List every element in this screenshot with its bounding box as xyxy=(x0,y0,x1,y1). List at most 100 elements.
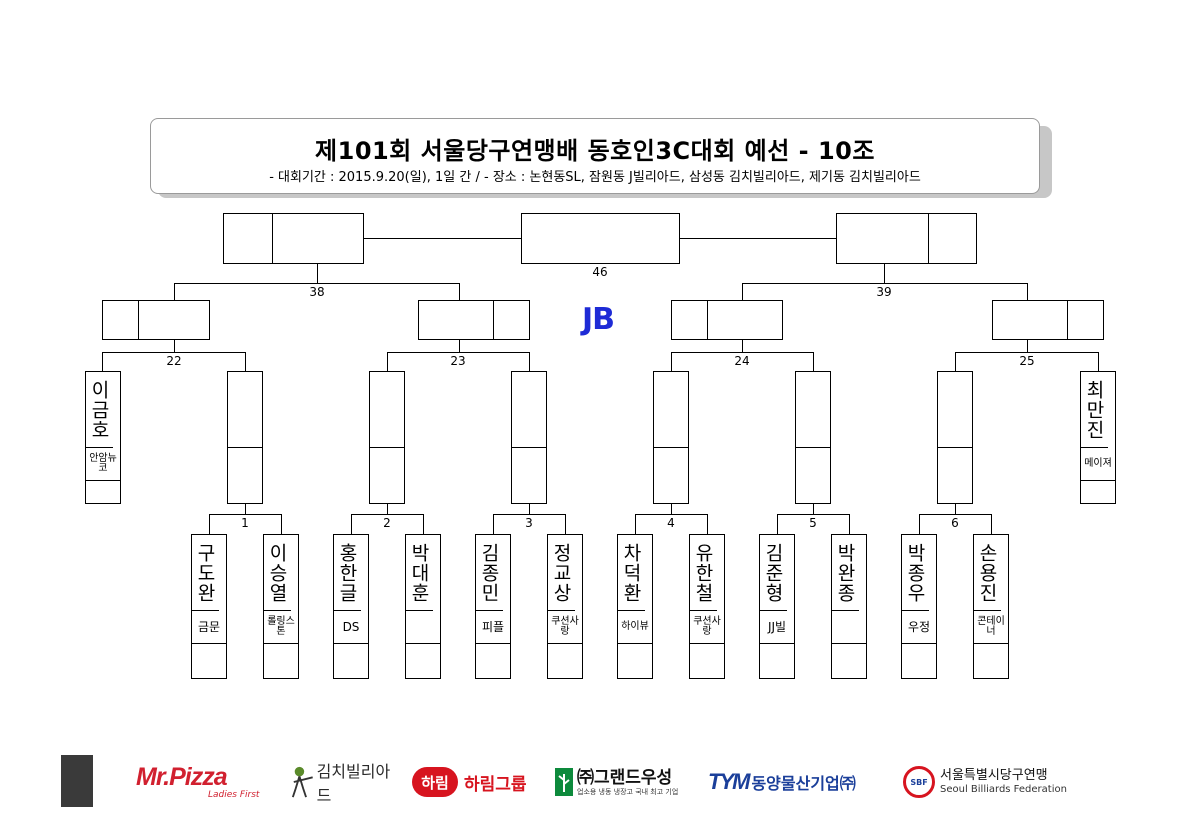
player-club: 피플 xyxy=(476,611,510,644)
title-box: 제101회 서울당구연맹배 동호인3C대회 예선 - 10조 - 대회기간 : … xyxy=(150,118,1040,194)
semi-box xyxy=(418,300,530,340)
divider xyxy=(707,300,708,340)
player-name: 박대훈 xyxy=(406,535,433,611)
divider xyxy=(653,447,689,448)
bracket-line xyxy=(671,352,813,353)
mrpizza-logo: Mr.Pizza xyxy=(136,763,228,791)
player-name: 유한철 xyxy=(690,535,717,611)
bracket-line xyxy=(742,283,743,300)
player-card: 손용진 콘테이너 xyxy=(973,534,1009,679)
bracket-line xyxy=(777,514,778,534)
player-name: 박완종 xyxy=(832,535,859,611)
divider xyxy=(227,447,263,448)
bracket-line xyxy=(777,514,849,515)
player-card: 구도완 금문 xyxy=(191,534,227,679)
score-cell xyxy=(760,644,794,678)
match-number-39: 39 xyxy=(876,285,892,299)
sponsor-kimchi: 김치빌리아드 xyxy=(290,760,400,805)
match-number-1: 1 xyxy=(241,516,249,530)
player-name: 정교상 xyxy=(548,535,575,611)
bracket-line xyxy=(680,238,836,239)
sbf-emblem-icon: SBF xyxy=(903,766,935,798)
semi-box xyxy=(102,300,210,340)
player-name: 손용진 xyxy=(974,535,1001,611)
player-name: 김종민 xyxy=(476,535,503,611)
final-box-left xyxy=(223,213,364,264)
bracket-line xyxy=(1027,283,1028,300)
score-cell xyxy=(192,644,226,678)
sbf-name: 서울특별시당구연맹 xyxy=(940,768,1048,783)
page-subtitle: - 대회기간 : 2015.9.20(일), 1일 간 / - 장소 : 논현동… xyxy=(269,170,921,185)
score-cell xyxy=(406,644,440,678)
bracket-line xyxy=(635,514,636,534)
player-club: 하이뷰 xyxy=(618,611,652,644)
bracket-line xyxy=(742,340,743,352)
player-club: 우정 xyxy=(902,611,936,644)
score-cell xyxy=(690,644,724,678)
bracket-line xyxy=(317,264,318,283)
player-club: 콘테이너 xyxy=(974,611,1008,644)
player-card: 박종우 우정 xyxy=(901,534,937,679)
bracket-line xyxy=(1027,340,1028,352)
semi-box xyxy=(671,300,783,340)
sbf-badge: SBF xyxy=(910,777,928,787)
page-title: 제101회 서울당구연맹배 동호인3C대회 예선 - 10조 xyxy=(315,137,875,165)
bracket-line xyxy=(635,514,707,515)
bracket-line xyxy=(209,514,210,534)
bracket-line xyxy=(364,238,521,239)
footer-block xyxy=(61,755,93,807)
divider xyxy=(272,213,273,264)
bracket-line xyxy=(671,504,672,514)
bracket-line xyxy=(281,514,282,534)
match-number-24: 24 xyxy=(734,354,750,368)
slot-box xyxy=(227,371,263,504)
match-number-4: 4 xyxy=(667,516,675,530)
slot-box xyxy=(511,371,547,504)
player-club: DS xyxy=(334,611,368,644)
player-card: 이승열 롤링스톤 xyxy=(263,534,299,679)
bracket-line xyxy=(102,352,245,353)
player-card: 김종민 피플 xyxy=(475,534,511,679)
match-number-3: 3 xyxy=(525,516,533,530)
player-name: 최만진 xyxy=(1081,372,1108,448)
leaf-icon xyxy=(555,768,573,796)
score-cell xyxy=(1081,481,1115,503)
match-number-6: 6 xyxy=(951,516,959,530)
bracket-line xyxy=(493,514,494,534)
bracket-line xyxy=(1098,352,1099,371)
jb-label: JB xyxy=(582,302,615,337)
player-name: 차덕환 xyxy=(618,535,645,611)
bracket-line xyxy=(707,514,708,534)
bracket-line xyxy=(919,514,991,515)
player-card: 박완종 xyxy=(831,534,867,679)
sponsor-harim: 하림 하림그룹 xyxy=(412,760,537,804)
sponsor-grand: ㈜그랜드우성 업소용 냉동 냉장고 국내 최고 기업 xyxy=(555,760,695,804)
player-card: 김준형 JJ빌 xyxy=(759,534,795,679)
grand-tagline: 업소용 냉동 냉장고 국내 최고 기업 xyxy=(577,787,679,796)
grand-logo: ㈜그랜드우성 xyxy=(577,767,673,788)
slot-box xyxy=(369,371,405,504)
bracket-line xyxy=(529,504,530,514)
slot-box xyxy=(795,371,831,504)
semi-box xyxy=(992,300,1104,340)
player-club: 쿠션사랑 xyxy=(548,611,582,644)
bracket-line xyxy=(493,514,565,515)
bracket-line xyxy=(174,340,175,352)
match-number-5: 5 xyxy=(809,516,817,530)
bracket-line xyxy=(459,283,460,300)
divider xyxy=(511,447,547,448)
player-card: 홍한글 DS xyxy=(333,534,369,679)
score-cell xyxy=(86,481,120,503)
bracket-line xyxy=(565,514,566,534)
player-club: JJ빌 xyxy=(760,611,794,644)
sponsor-tym: TYM 동양물산기업㈜ xyxy=(708,760,888,804)
score-cell xyxy=(902,644,936,678)
score-cell xyxy=(618,644,652,678)
match-number-46: 46 xyxy=(592,265,608,279)
bracket-line xyxy=(955,352,1098,353)
bracket-line xyxy=(849,514,850,534)
bracket-line xyxy=(245,504,246,514)
bracket-line xyxy=(351,514,352,534)
kimchi-logo: 김치빌리아드 xyxy=(316,762,391,805)
player-club: 금문 xyxy=(192,611,226,644)
